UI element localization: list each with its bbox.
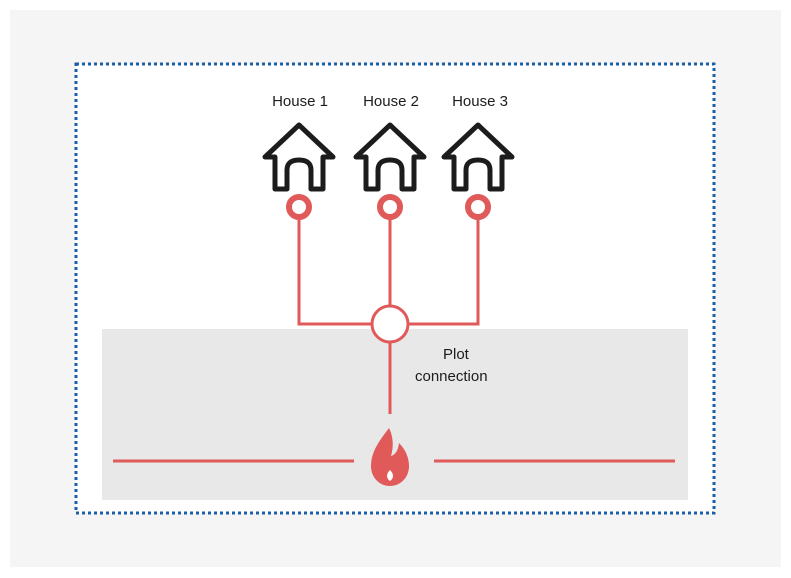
house-2-label: House 2 <box>363 93 419 110</box>
house-3: House 3 <box>441 93 515 220</box>
house-icon <box>441 122 515 192</box>
branch-pipe-house-1 <box>297 216 372 326</box>
house-icon <box>353 122 427 192</box>
house-icon <box>262 122 336 192</box>
house-3-label: House 3 <box>452 93 508 110</box>
ring-connector-icon <box>465 194 491 220</box>
plot-connection-label-line-2: connection <box>415 368 488 385</box>
ring-connector-icon <box>377 194 403 220</box>
branch-pipe-house-3 <box>408 216 480 326</box>
house-2: House 2 <box>353 93 427 220</box>
plot-connection-label-line-1: Plot <box>443 346 470 363</box>
house-1: House 1 <box>262 93 336 220</box>
flame-icon <box>371 428 409 486</box>
house-1-label: House 1 <box>272 93 328 110</box>
plot-connection-node-icon <box>370 304 410 344</box>
ring-connector-icon <box>286 194 312 220</box>
